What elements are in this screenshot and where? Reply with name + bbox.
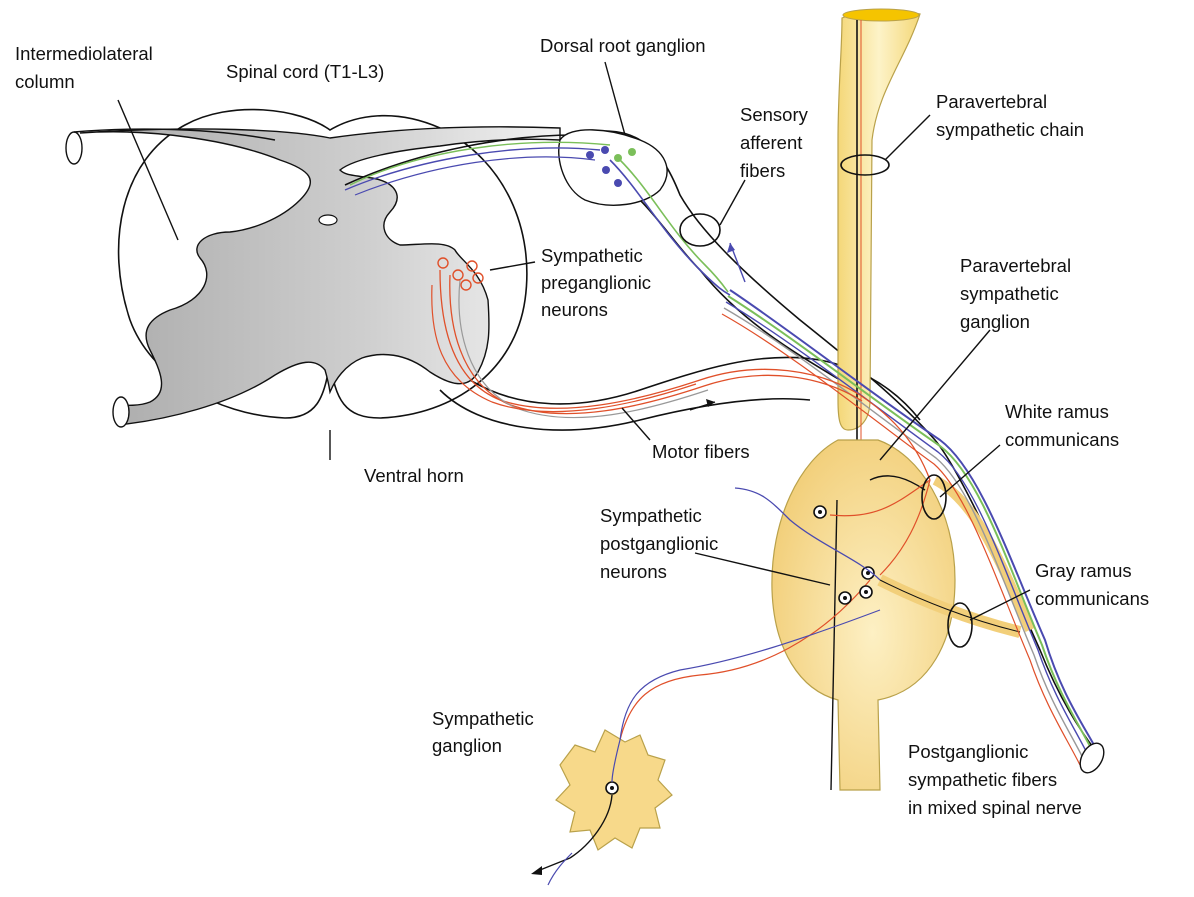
ventral-root-stub bbox=[113, 397, 129, 427]
intermediolateral-label-1: Intermediolateral bbox=[15, 43, 153, 64]
intermediolateral-label-2: column bbox=[15, 71, 75, 92]
central-canal bbox=[319, 215, 337, 225]
paravertebral-ganglion-label-1: Paravertebral bbox=[960, 255, 1071, 276]
paravertebral-ganglion bbox=[772, 440, 955, 790]
motor-fibers-label: Motor fibers bbox=[652, 441, 750, 462]
paravertebral-ganglion-label-2: sympathetic bbox=[960, 283, 1059, 304]
sympathetic-ganglion-label-2: ganglion bbox=[432, 735, 502, 756]
sensory-ring bbox=[680, 214, 720, 246]
spinal-cord bbox=[66, 110, 560, 427]
dorsal-root-ganglion-label: Dorsal root ganglion bbox=[540, 35, 706, 56]
postganglionic-fibers-label-1: Postganglionic bbox=[908, 741, 1028, 762]
gray-ramus-label-1: Gray ramus bbox=[1035, 560, 1132, 581]
sympathetic-ganglion-label-1: Sympathetic bbox=[432, 708, 534, 729]
preganglionic-label-3: neurons bbox=[541, 299, 608, 320]
white-ramus-label-2: communicans bbox=[1005, 429, 1119, 450]
postganglionic-neurons-label-1: Sympathetic bbox=[600, 505, 702, 526]
dorsal-root-stub bbox=[66, 132, 82, 164]
ventral-horn-label: Ventral horn bbox=[364, 465, 464, 486]
paravertebral-chain-label-1: Paravertebral bbox=[936, 91, 1047, 112]
postganglionic-fibers-label-3: in mixed spinal nerve bbox=[908, 797, 1082, 818]
white-ramus-label-1: White ramus bbox=[1005, 401, 1109, 422]
postganglionic-neurons-label-3: neurons bbox=[600, 561, 667, 582]
gray-ramus-label-2: communicans bbox=[1035, 588, 1149, 609]
dorsal-root-ganglion-body bbox=[559, 130, 667, 205]
preganglionic-label-1: Sympathetic bbox=[541, 245, 643, 266]
sensory-afferent-label-1: Sensory bbox=[740, 104, 809, 125]
spinal-cord-label: Spinal cord (T1-L3) bbox=[226, 61, 384, 82]
sensory-afferent-label-3: fibers bbox=[740, 160, 785, 181]
postganglionic-fibers-label-2: sympathetic fibers bbox=[908, 769, 1057, 790]
sensory-afferent-label-2: afferent bbox=[740, 132, 802, 153]
postganglionic-neurons-label-2: postganglionic bbox=[600, 533, 718, 554]
paravertebral-chain-label-2: sympathetic chain bbox=[936, 119, 1084, 140]
paravertebral-ganglion-label-3: ganglion bbox=[960, 311, 1030, 332]
preganglionic-label-2: preganglionic bbox=[541, 272, 651, 293]
sympathetic-ganglion bbox=[531, 730, 672, 885]
